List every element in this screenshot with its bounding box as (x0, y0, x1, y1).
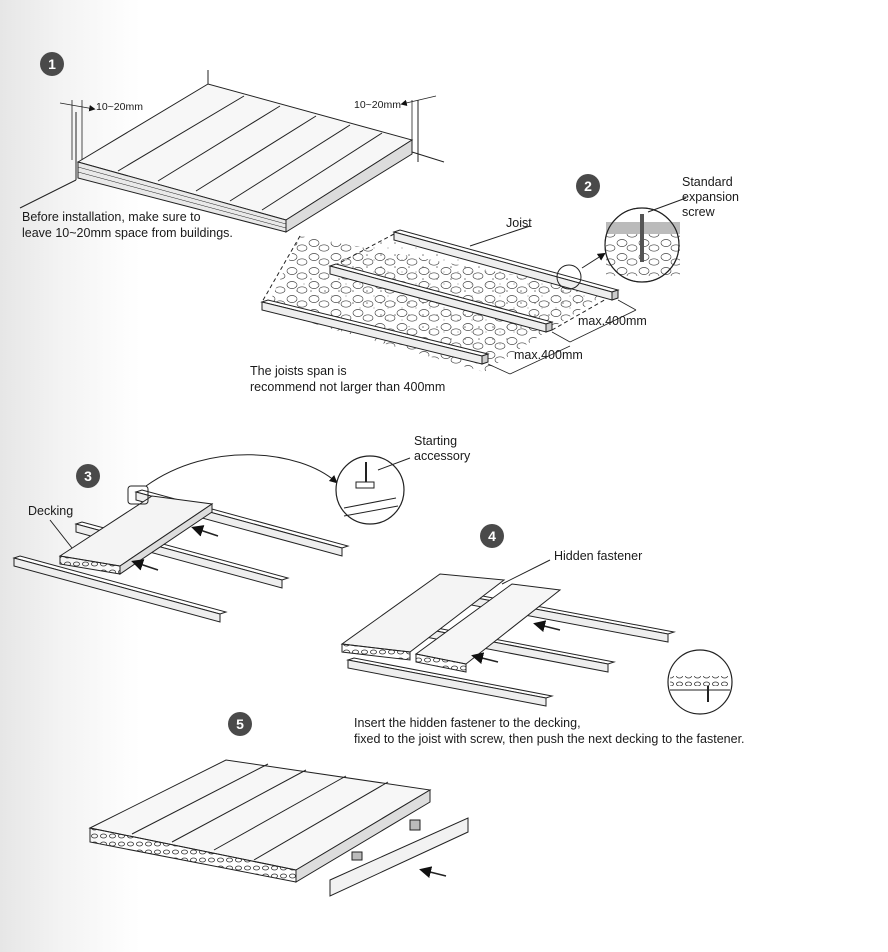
screw-label-line1: Standard (682, 175, 733, 189)
step3-first-board (12, 454, 411, 623)
step4-fastener (340, 559, 733, 715)
accessory-label-line1: Starting (414, 434, 458, 448)
step-badge-5: 5 (228, 712, 252, 736)
gap-label-left: 10~20mm (96, 101, 143, 113)
step4-note-line1: Insert the hidden fastener to the deckin… (354, 716, 581, 730)
step4-note-line2: fixed to the joist with screw, then push… (354, 732, 745, 746)
step-badge-3: 3 (76, 464, 100, 488)
accessory-label-line2: accessory (414, 449, 471, 463)
step2-joists (260, 197, 687, 375)
step-badge-2: 2 (576, 174, 600, 198)
screw-label-line2: expansion (682, 190, 739, 204)
screw-label-line3: screw (682, 205, 715, 219)
step1-note-line2: leave 10~20mm space from buildings. (22, 226, 233, 240)
step5-finished-deck (88, 759, 469, 897)
span-label-a: max.400mm (578, 314, 647, 328)
gap-label-right: 10~20mm (354, 99, 401, 111)
hidden-fastener-label: Hidden fastener (554, 549, 643, 563)
step1-deck (19, 70, 445, 233)
step-badge-4: 4 (480, 524, 504, 548)
step1-note-line1: Before installation, make sure to (22, 210, 201, 224)
span-label-b: max.400mm (514, 348, 583, 362)
step-badge-1: 1 (40, 52, 64, 76)
step2-note-line2: recommend not larger than 400mm (250, 380, 446, 394)
joist-label: Joist (506, 216, 532, 230)
decking-label: Decking (28, 504, 74, 518)
step2-note-line1: The joists span is (250, 364, 347, 378)
